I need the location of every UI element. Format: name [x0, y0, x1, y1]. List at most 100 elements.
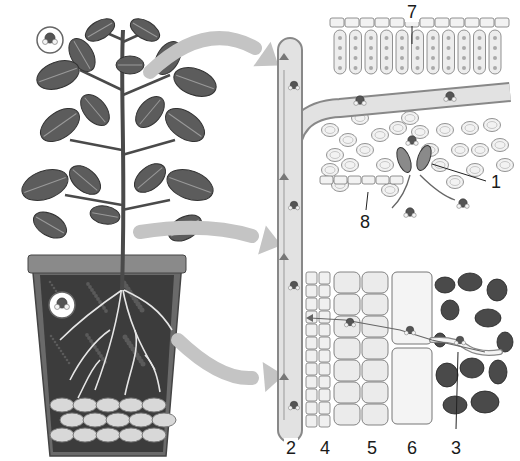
spongy-cell-inner: [345, 162, 355, 169]
chloroplast: [447, 66, 451, 70]
hydrogen-atom: [406, 141, 410, 145]
spongy-cell: [322, 164, 339, 177]
epidermis-cell: [345, 18, 359, 27]
stone: [142, 428, 166, 442]
palisade-cell: [350, 30, 362, 74]
leaf: [29, 206, 71, 243]
root-hair-cell: [392, 272, 432, 344]
chloroplast: [400, 36, 404, 40]
chloroplast: [431, 56, 435, 60]
hydrogen-atom: [296, 406, 300, 410]
spongy-cell: [382, 184, 399, 197]
palisade-cell: [489, 30, 501, 74]
water-molecule: [406, 136, 418, 146]
chloroplast: [385, 46, 389, 50]
cortex-cell: [362, 338, 388, 359]
spongy-cell: [327, 149, 344, 162]
chloroplast: [338, 56, 342, 60]
spongy-cell: [377, 159, 394, 172]
chloroplast: [462, 36, 466, 40]
spongy-cell-inner: [440, 127, 450, 134]
leaf: [130, 91, 170, 133]
spongy-cell-inner: [375, 132, 385, 139]
soil-grain: [54, 341, 57, 344]
guard-cell: [414, 144, 434, 173]
xylem-vessel: [278, 38, 302, 442]
water-molecule: [43, 33, 58, 45]
leader-line: [366, 192, 368, 210]
water-molecule: [457, 199, 469, 209]
root-cell: [319, 285, 330, 297]
leaf: [89, 204, 122, 227]
leaf: [64, 160, 106, 200]
root: [124, 290, 172, 330]
stone: [73, 398, 97, 412]
hydrogen-atom: [412, 331, 416, 335]
branch: [65, 195, 122, 205]
spongy-cell: [402, 112, 419, 125]
chloroplast: [369, 46, 373, 50]
flow-arrowhead: [279, 173, 289, 180]
palisade-cell: [474, 30, 486, 74]
leader-line: [456, 352, 458, 429]
hydrogen-atom: [288, 206, 292, 210]
hydrogen-atom: [52, 39, 57, 44]
spongy-cell: [497, 159, 514, 172]
palisade-cell: [427, 30, 439, 74]
epidermis-cell: [465, 18, 479, 27]
root-cell: [319, 363, 330, 375]
stone: [50, 398, 74, 412]
hydrogen-atom: [296, 86, 300, 90]
cortex-cell: [334, 404, 360, 425]
spongy-cell: [447, 176, 464, 189]
root-cell: [306, 311, 317, 323]
chloroplast: [493, 46, 497, 50]
chloroplast: [338, 66, 342, 70]
water-molecule: [444, 92, 456, 102]
root-hair: [432, 340, 500, 353]
hydrogen-atom: [296, 206, 300, 210]
leaf: [160, 102, 211, 149]
epidermis-cell: [362, 176, 375, 184]
soil-particle: [497, 332, 513, 352]
chloroplast: [385, 56, 389, 60]
branch: [80, 70, 122, 90]
hydrogen-atom: [444, 97, 448, 101]
hydrogen-atom: [457, 204, 461, 208]
leaf-vein: [85, 98, 106, 123]
chloroplast: [416, 36, 420, 40]
stone: [119, 398, 143, 412]
flow-arrowhead: [279, 253, 289, 260]
spongy-cell-inner: [405, 115, 415, 122]
leaf: [35, 102, 86, 149]
leaf-vein: [176, 75, 214, 89]
spongy-cell-inner: [380, 162, 390, 169]
hydrogen-atom: [43, 39, 48, 44]
stone: [60, 413, 84, 427]
spongy-cell-inner: [330, 152, 340, 159]
soil-grain: [60, 350, 63, 353]
root-cell: [319, 311, 330, 323]
cortex-cell: [334, 338, 360, 359]
root-cell: [319, 402, 330, 414]
vein-outline: [290, 92, 510, 160]
spongy-cell-inner: [465, 125, 475, 132]
callout-number: 5: [365, 438, 379, 458]
spongy-cell-inner: [475, 147, 485, 154]
spongy-cell: [342, 159, 359, 172]
spongy-cell-inner: [360, 147, 370, 154]
spongy-cell: [467, 164, 484, 177]
leaf-blade: [163, 164, 218, 207]
root-cell: [319, 337, 330, 349]
spongy-cell-inner: [415, 129, 425, 136]
chloroplast: [447, 46, 451, 50]
hydrogen-atom: [462, 341, 466, 345]
chloroplast: [478, 56, 482, 60]
cortex-cell: [362, 272, 388, 293]
water-molecule: [354, 96, 366, 106]
epidermis-cell: [390, 18, 404, 27]
water-badge: [49, 292, 75, 318]
cortex-cell: [362, 360, 388, 381]
water-path: [310, 318, 485, 352]
